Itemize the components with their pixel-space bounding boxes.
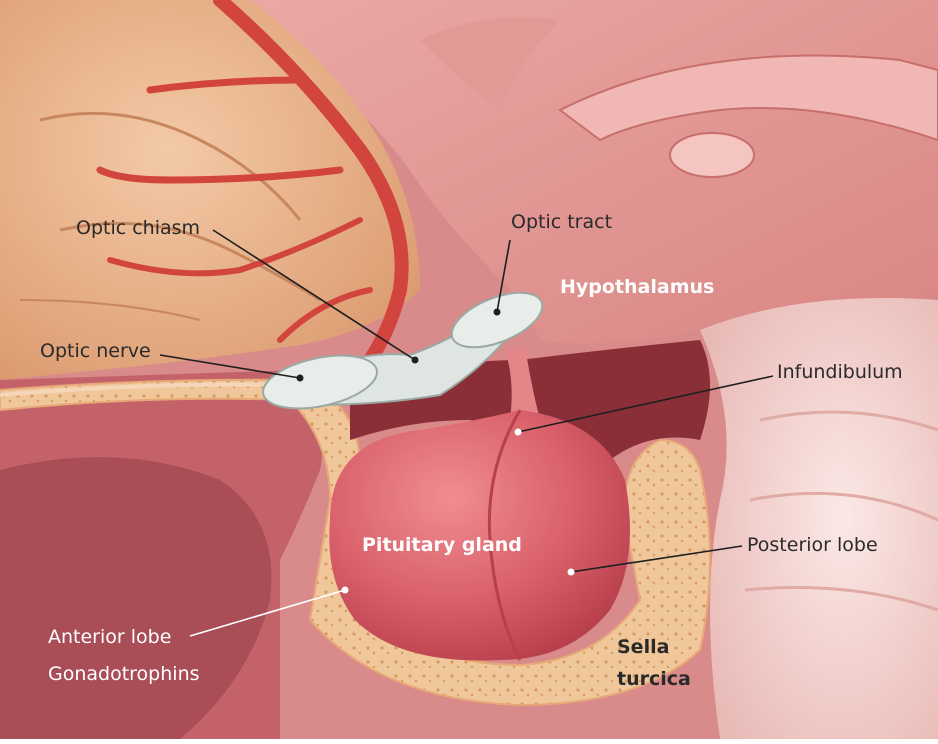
leader-lines xyxy=(159,229,774,573)
dura-line xyxy=(0,382,301,397)
brainstem-ridge-1 xyxy=(759,410,938,432)
optic-nerve-cut xyxy=(262,354,378,410)
dot-optic-nerve xyxy=(296,374,304,382)
label-sella-line2: turcica xyxy=(617,668,691,690)
dot-anterior-lobe xyxy=(341,586,349,594)
label-posterior-lobe: Posterior lobe xyxy=(747,534,878,556)
brainstem-ridge-3 xyxy=(744,586,938,612)
label-optic-chiasm: Optic chiasm xyxy=(76,217,201,239)
brainstem xyxy=(700,298,938,739)
optic-tract-cut xyxy=(450,291,544,349)
label-pituitary-gland: Pituitary gland xyxy=(362,534,522,556)
label-infundibulum: Infundibulum xyxy=(777,361,903,383)
label-optic-nerve: Optic nerve xyxy=(40,340,151,362)
dot-optic-chiasm xyxy=(411,356,419,364)
artery-branch-1 xyxy=(146,76,304,94)
artery-main xyxy=(213,0,409,367)
label-gonadotrophins: Gonadotrophins xyxy=(48,663,200,685)
cerebral-fold xyxy=(420,17,560,110)
leader-anterior-lobe xyxy=(189,589,346,637)
leader-optic-tract xyxy=(496,239,511,313)
label-optic-tract: Optic tract xyxy=(511,211,613,233)
lobe-divider xyxy=(487,409,522,661)
pituitary-gland-shape xyxy=(329,410,630,661)
leader-optic-chiasm xyxy=(212,229,416,361)
frontal-fold-3 xyxy=(19,299,201,321)
leader-optic-nerve xyxy=(159,354,301,379)
infundibulum-stalk xyxy=(505,345,540,425)
dot-infundibulum xyxy=(514,428,522,436)
brainstem-ridge-2 xyxy=(749,491,938,522)
dot-optic-tract xyxy=(493,308,501,316)
mass-intermedia xyxy=(669,132,755,178)
dot-posterior-lobe xyxy=(567,568,575,576)
label-sella-line1: Sella xyxy=(617,636,670,658)
label-hypothalamus: Hypothalamus xyxy=(560,276,715,298)
artery-branch-4 xyxy=(277,287,373,343)
leader-posterior-lobe xyxy=(570,545,743,573)
artery-branch-2 xyxy=(96,166,344,184)
artery-branch-3 xyxy=(107,217,363,277)
ventricle xyxy=(558,54,938,142)
label-anterior-lobe: Anterior lobe xyxy=(48,626,172,648)
frontal-fold-1 xyxy=(39,111,302,221)
leader-infundibulum xyxy=(517,375,774,433)
sinus xyxy=(0,457,272,739)
frontal-fold-2 xyxy=(59,221,321,302)
